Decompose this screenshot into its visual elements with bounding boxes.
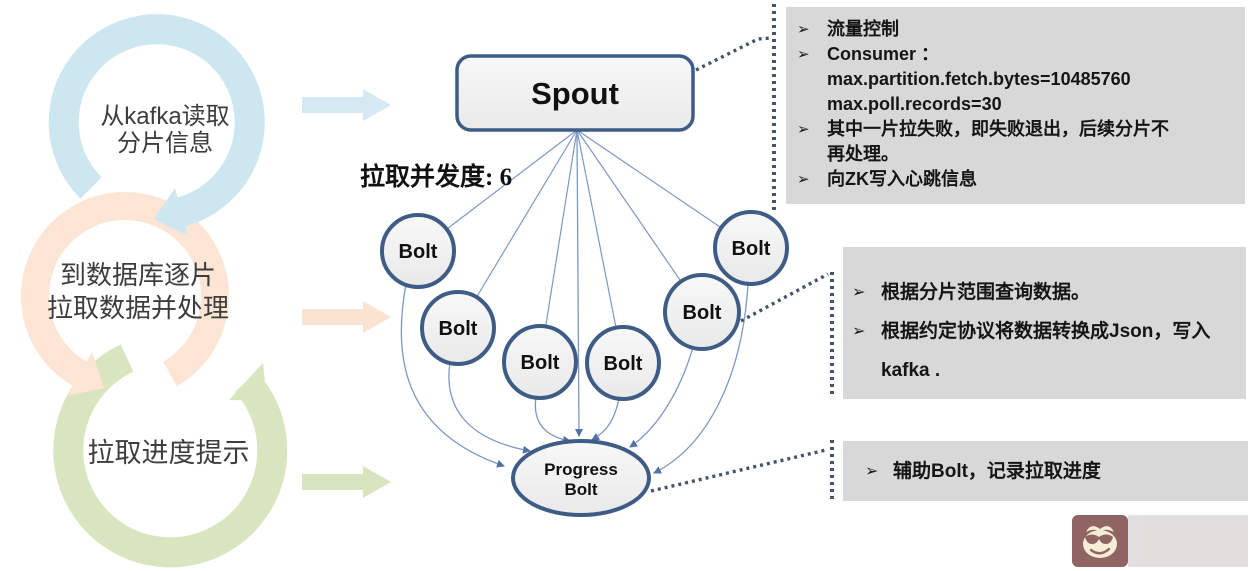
bolt-label: Bolt <box>439 318 478 340</box>
bolt-node: Bolt <box>713 210 789 286</box>
bolt-node: Bolt <box>420 290 496 366</box>
note-text: 向ZK写入心跳信息 <box>827 169 977 189</box>
progress-bolt-label-line2: Bolt <box>564 480 597 499</box>
note-line: ➢ 辅助Bolt，记录拉取进度 <box>865 459 1234 484</box>
bolt-nodes: Bolt Bolt Bolt Bolt Bolt Bolt <box>380 210 789 401</box>
bolt-node: Bolt <box>663 273 741 351</box>
bullet-arrow-icon: ➢ <box>852 323 866 340</box>
note-line: ➢ 流量控制 <box>797 17 1185 42</box>
note-text: 其中一片拉失败，即失败退出，后续分片不再处理。 <box>827 119 1169 164</box>
watermark-banner <box>1128 515 1248 567</box>
cycle-ring-green <box>53 344 288 568</box>
bullet-arrow-icon: ➢ <box>797 121 810 138</box>
callout-dotted-connectors <box>650 4 834 502</box>
note-line: ➢ 其中一片拉失败，即失败退出，后续分片不再处理。 <box>797 117 1185 167</box>
spout-node: Spout <box>455 54 695 132</box>
note-text: 流量控制 <box>827 19 899 39</box>
arrow-to-spout-icon <box>302 89 391 121</box>
ring-label-line: 拉取进度提示 <box>87 438 250 468</box>
watermark <box>1072 515 1248 567</box>
bolt-to-progress-links <box>400 129 749 474</box>
cycle-ring-blue <box>48 14 265 236</box>
bolt-label: Bolt <box>604 353 643 375</box>
bullet-arrow-icon: ➢ <box>797 171 810 188</box>
bolt-label: Bolt <box>521 352 560 374</box>
orange-ring-arrowhead-icon <box>67 352 104 396</box>
spout-label: Spout <box>531 76 619 111</box>
bullet-arrow-icon: ➢ <box>797 21 810 38</box>
note-box-progress: ➢ 辅助Bolt，记录拉取进度 <box>843 441 1248 501</box>
note-box-bolt: ➢ 根据分片范围查询数据。 ➢ 根据约定协议将数据转换成Json，写入kafka . <box>843 247 1246 399</box>
note-box-spout: ➢ 流量控制 ➢ Consumer ： max.partition.fetch.byte… <box>786 7 1245 204</box>
bolt-label: Bolt <box>399 241 438 263</box>
parallelism-label: 拉取并发度: 6 <box>360 164 513 191</box>
ring-label-read-kafka: 从kafka读取 分片信息 <box>75 103 255 157</box>
bullet-arrow-icon: ➢ <box>797 46 810 63</box>
watermark-face-logo-icon <box>1072 515 1128 567</box>
note-text: 辅助Bolt，记录拉取进度 <box>893 460 1101 482</box>
bullet-arrow-icon: ➢ <box>865 462 879 480</box>
cycle-ring-orange <box>21 192 229 396</box>
ring-label-pull-db: 到数据库逐片 拉取数据并处理 <box>40 259 236 325</box>
bolt-node: Bolt <box>502 324 578 400</box>
progress-bolt-node: Progress Bolt <box>511 439 651 517</box>
bullet-arrow-icon: ➢ <box>852 284 866 301</box>
note-line: ➢ 根据分片范围查询数据。 <box>852 273 1232 312</box>
ring-label-line: 到数据库逐片 <box>59 260 216 290</box>
bolt-node: Bolt <box>380 213 456 289</box>
ring-label-line: 分片信息 <box>117 130 213 157</box>
note-line: max.partition.fetch.bytes=10485760 <box>797 67 1185 92</box>
green-ring-arrowhead-icon <box>229 363 267 401</box>
note-line: ➢ 向ZK写入心跳信息 <box>797 167 1185 192</box>
note-text: Consumer ： <box>827 44 940 64</box>
note-text: 根据约定协议将数据转换成Json，写入kafka . <box>881 321 1211 381</box>
ring-label-line: 从kafka读取 <box>100 103 230 130</box>
bolt-node: Bolt <box>585 325 661 401</box>
note-line: max.poll.records=30 <box>797 92 1185 117</box>
bolt-label: Bolt <box>732 238 771 260</box>
arrow-to-progress-icon <box>302 466 391 498</box>
note-text: max.poll.records=30 <box>827 94 1002 114</box>
ring-label-line: 拉取数据并处理 <box>46 293 229 323</box>
bolt-label: Bolt <box>683 302 722 324</box>
arrow-to-bolts-icon <box>302 301 391 333</box>
ring-label-progress: 拉取进度提示 <box>78 439 259 468</box>
note-text: 根据分片范围查询数据。 <box>881 282 1091 303</box>
blue-ring-arrowhead-icon <box>154 188 188 236</box>
note-line: ➢ Consumer ： <box>797 42 1185 67</box>
note-line: ➢ 根据约定协议将数据转换成Json，写入kafka . <box>852 312 1232 390</box>
progress-bolt-label-line1: Progress <box>544 460 618 479</box>
note-text: max.partition.fetch.bytes=10485760 <box>827 69 1131 89</box>
